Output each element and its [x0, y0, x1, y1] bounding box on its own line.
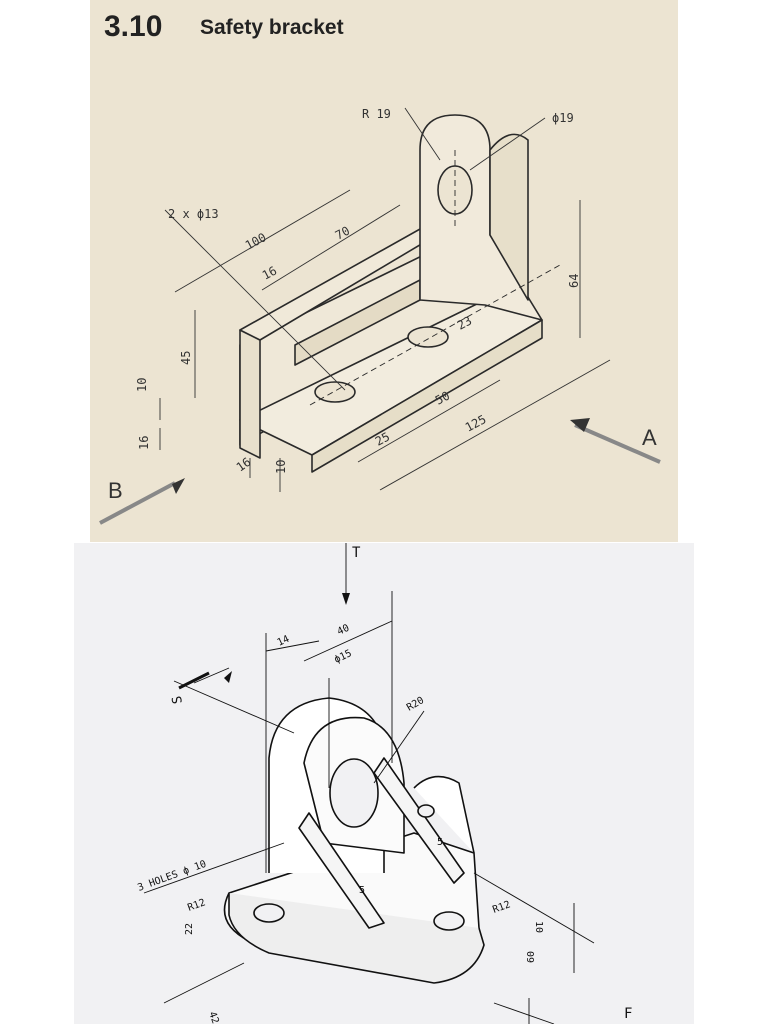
dim-5-right: 5 [437, 837, 443, 848]
dim-23: 23 [455, 314, 474, 333]
upright-hole [329, 758, 379, 828]
dim-r12-right: R12 [491, 899, 512, 916]
dim-100: 100 [243, 230, 269, 253]
dim-60: 60 [526, 951, 537, 963]
dim-16-bottom: 16 [234, 455, 254, 475]
dim-16-left: 16 [137, 436, 151, 450]
rib [373, 757, 465, 884]
view-label-t: T [352, 545, 361, 561]
base-edge [311, 319, 543, 473]
view-label-s: S [170, 695, 186, 705]
safety-bracket-panel: 3.10 Safety bracket [90, 0, 678, 542]
base-front-face [239, 329, 261, 459]
dim-holes: 2 x ϕ13 [168, 207, 219, 221]
dim-14: 14 [276, 634, 292, 649]
dim-10: 10 [533, 921, 544, 933]
second-bracket-drawing: T S F 14 40 ϕ15 R20 3 HOLES ϕ 10 R12 22 … [136, 543, 632, 1024]
dim-r12-left: R12 [186, 897, 207, 914]
dim-phi15: ϕ15 [333, 648, 354, 666]
exercise-title: Safety bracket [200, 16, 344, 39]
dim-25: 25 [373, 430, 392, 449]
view-label-b: B [108, 478, 123, 503]
safety-bracket-drawing: R 19 ϕ19 2 x ϕ13 100 70 16 45 10 16 16 1… [99, 107, 661, 525]
view-label-f: F [624, 1006, 632, 1022]
dim-10-left: 10 [135, 378, 149, 392]
rib-2 [298, 812, 385, 929]
dim-70: 70 [333, 224, 352, 243]
upright-lug-side [489, 133, 529, 301]
dim-10-bottom: 10 [274, 460, 288, 474]
dim-holes: 3 HOLES ϕ 10 [136, 859, 208, 894]
dim-16-top: 16 [260, 264, 279, 283]
base-hole-1 [253, 903, 285, 923]
dim-40: 40 [336, 623, 352, 638]
base-hole-1 [314, 381, 356, 403]
view-label-a: A [642, 425, 657, 450]
dim-22: 22 [184, 923, 195, 935]
dim-50: 50 [433, 389, 452, 408]
right-boss [413, 775, 475, 854]
boss-hole [417, 804, 435, 818]
dim-r19: R 19 [362, 107, 391, 121]
base-plate-edge [228, 893, 485, 984]
dim-phi19: ϕ19 [552, 111, 574, 125]
dim-r20: R20 [405, 695, 426, 714]
base-hole-2 [407, 326, 449, 348]
dim-64: 64 [567, 274, 581, 288]
dim-42: 42 [206, 1010, 220, 1024]
dim-5-left: 5 [359, 885, 365, 896]
second-bracket-panel: T S F 14 40 ϕ15 R20 3 HOLES ϕ 10 R12 22 … [74, 543, 694, 1024]
base-hole-2 [433, 911, 465, 931]
exercise-number: 3.10 [104, 10, 163, 43]
dim-45: 45 [179, 351, 193, 365]
